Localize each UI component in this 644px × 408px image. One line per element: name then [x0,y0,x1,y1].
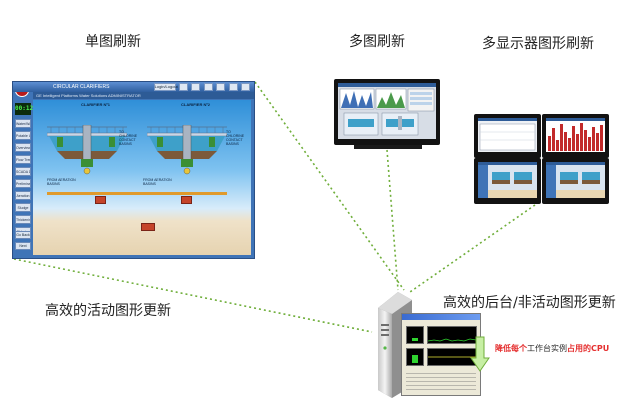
cpu-note-part-b: 工作台实例 [527,344,567,353]
connector-multimonitor-to-server [409,204,536,293]
cpu-note-part-a: 降低每个 [495,344,527,353]
monitor-multi-stand [354,145,422,149]
cpu-usage-meter [406,326,424,344]
pump-1[interactable] [95,196,106,204]
hmi-operator: ADMINISTRATOR [108,93,141,98]
chlorine-label-1: TO CHLORINE CONTACT BASINS [119,130,138,146]
memory-usage-meter [406,348,424,366]
multi-graphics-content [338,83,436,136]
clarifier-1-title: CLARIFIER Nº1 [81,102,111,107]
label-single-refresh: 单图刷新 [85,34,141,50]
hmi-nav: Water/Water Process Potable Water Proces… [15,119,31,239]
hmi-next-button[interactable]: Next [15,242,31,250]
hmi-check-icon[interactable] [241,83,250,91]
hmi-report-icon[interactable] [216,83,226,91]
hmi-go-back-button[interactable]: Go Back [15,231,31,239]
cpu-note-part-c: 占用的CPU [567,344,610,353]
hmi-login-button[interactable]: Login/Logout [153,83,178,91]
hmi-nav-item[interactable]: Potable Water Process [15,131,31,140]
hmi-process-canvas: CLARIFIER Nº1 CLARIFIER Nº2 [33,100,251,255]
clarifier-1-tank[interactable] [47,125,127,179]
label-background-update: 高效的后台/非活动图形更新 [443,295,616,311]
hmi-nav-item[interactable]: Preliminary [15,179,31,188]
label-multi-monitor-refresh: 多显示器图形刷新 [482,36,594,52]
pump-3[interactable] [141,223,155,231]
cpu-usage-history [427,326,477,344]
hmi-nav-item[interactable]: Overview [15,143,31,152]
monitor-multi-screen [338,83,436,139]
cpu-reduction-note: 降低每个工作台实例占用的CPU [495,343,609,354]
clarifier-2-title: CLARIFIER Nº2 [181,102,211,107]
connector-active-to-server [13,258,373,333]
hmi-sub-bar: GE Intelligent Platforms Water Solutions… [33,92,254,99]
hmi-home-icon[interactable] [179,83,189,91]
hmi-alarm-icon[interactable] [191,83,201,91]
hmi-title: CIRCULAR CLARIFIERS [53,84,110,90]
hmi-clock: 00:12 [15,103,33,115]
monitor-wall-2-screen [546,118,605,152]
aeration-label-2: FROM AERATION BASINS [143,178,172,186]
hmi-nav-item[interactable]: Water/Water Process [15,119,31,128]
chlorine-label-2: TO CHLORINE CONTACT BASINS [226,130,245,146]
clarifier-2-tank[interactable] [147,125,227,179]
hmi-nav-item[interactable]: Sludge [15,203,31,212]
monitor-wall-3-screen [478,162,537,198]
hmi-print-icon[interactable] [228,83,238,91]
sludge-pipe [47,192,227,195]
aeration-label-1: FROM AERATION BASINS [47,178,76,186]
pump-2[interactable] [181,196,192,204]
monitor-multi-graphics [334,79,440,145]
task-manager-window [401,313,481,396]
hmi-nav-bottom: Go Back Next [15,228,31,250]
connector-multi-to-server [386,149,399,291]
monitor-wall-4 [542,158,609,204]
monitor-wall-1 [474,114,541,158]
task-manager-titlebar [402,314,480,320]
hmi-nav-item[interactable]: Aeration [15,191,31,200]
down-arrow-icon [470,336,490,372]
monitor-wall-1-screen [478,118,537,152]
hmi-trend-icon[interactable] [203,83,213,91]
label-multi-refresh: 多图刷新 [349,34,405,50]
monitor-wall-3 [474,158,541,204]
hmi-title-bar: CIRCULAR CLARIFIERS Login/Logout [13,82,254,92]
hmi-nav-item[interactable]: Thickening [15,215,31,224]
monitor-wall-2 [542,114,609,158]
hmi-screen-single: CIRCULAR CLARIFIERS Login/Logout GE Inte… [12,81,255,259]
monitor-wall-4-screen [546,162,605,198]
hmi-subtitle: GE Intelligent Platforms Water Solutions [36,93,108,98]
task-manager-stats [406,370,476,392]
hmi-nav-item[interactable]: SCADA Data [15,167,31,176]
hmi-nav-item[interactable]: Flow Trends [15,155,31,164]
label-active-update: 高效的活动图形更新 [45,303,171,319]
